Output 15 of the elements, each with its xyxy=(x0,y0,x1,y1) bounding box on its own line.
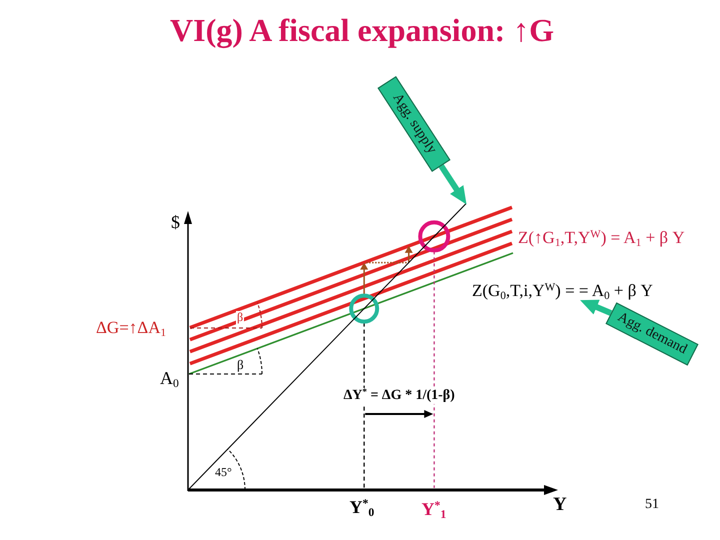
page-number: 51 xyxy=(645,497,659,514)
angle-label: β xyxy=(236,311,244,325)
shift-label: ΔG=↑ΔA$_{1}$ xyxy=(96,318,166,338)
multiplier-formula: ΔY$^{*}$ = ΔG * 1/(1-β) xyxy=(342,388,456,404)
angle-label: 45° xyxy=(215,466,232,480)
equation-label: Z(G$_{0}$,T,i,Y$^{W}$) = = A$_{0}$ + β Y xyxy=(472,281,653,301)
diagonal-line xyxy=(188,203,466,490)
callout-arrow xyxy=(580,298,612,316)
axis-label: $ xyxy=(171,212,180,233)
equation-label: Z(↑G$_{1}$,T,Y$^{W}$) = A$_{1}$ + β Y xyxy=(518,228,685,248)
axis-label: Y xyxy=(553,494,567,516)
angle-label: β xyxy=(237,358,244,373)
title: VI(g) A fiscal expansion: ↑G xyxy=(170,12,554,49)
intercept-label: A$_{0}$ xyxy=(160,368,179,389)
callout-arrow xyxy=(438,164,468,206)
